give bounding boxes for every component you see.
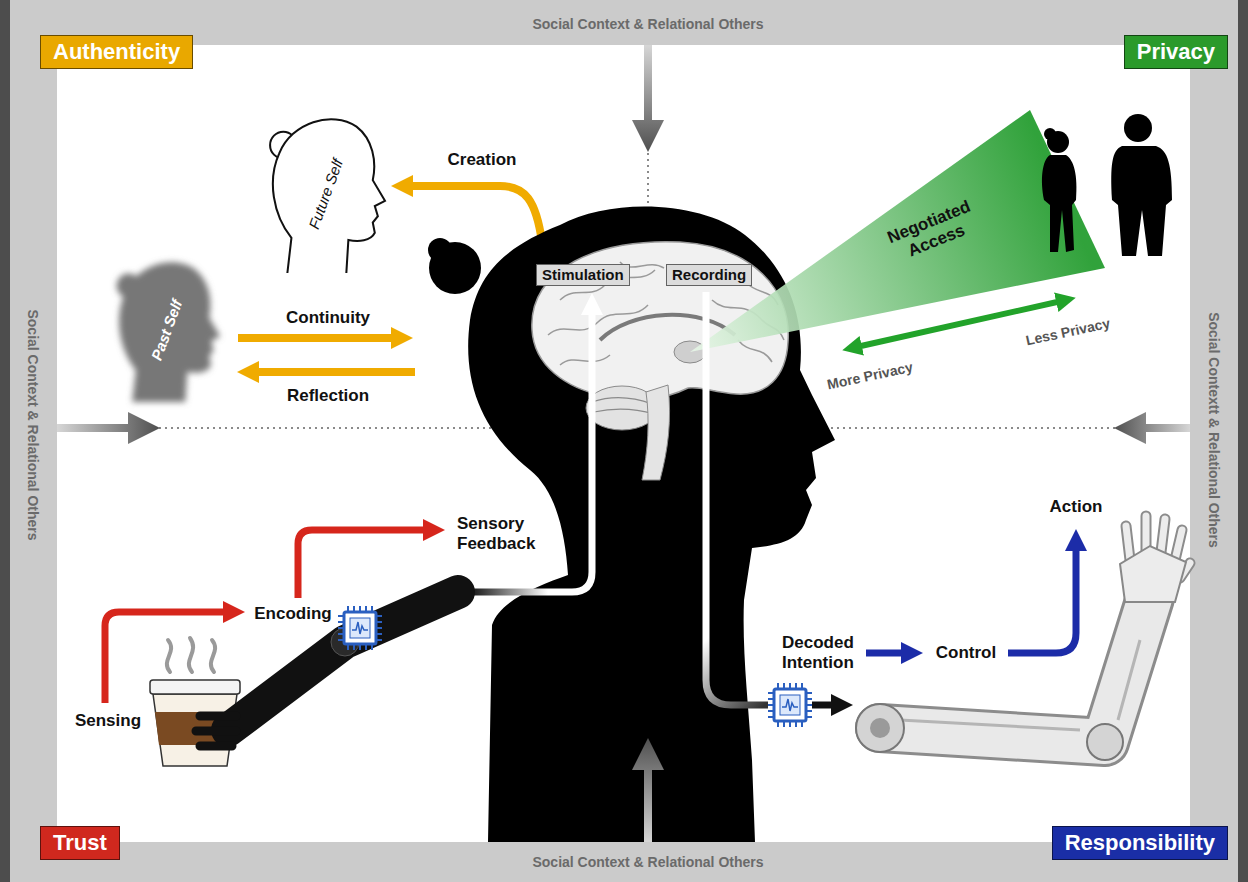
blurred-head	[117, 262, 221, 402]
decoder-output-arrow	[812, 702, 842, 709]
person-hair	[1044, 128, 1056, 140]
person-body	[1042, 155, 1077, 252]
node-text: Trust	[53, 830, 107, 856]
process-label: Decoded Intention	[782, 633, 878, 674]
process-label: Action	[1050, 497, 1103, 517]
robotic-arm-left	[196, 592, 458, 746]
process-label: Control	[936, 643, 996, 663]
prosthetic-arm-right	[856, 516, 1190, 760]
context-label: Social Context & Relational Others	[532, 16, 763, 33]
context-arrow	[632, 738, 664, 842]
arm-segment	[880, 598, 1150, 742]
category-box: Authenticity	[40, 35, 193, 69]
process-label: Sensing	[75, 711, 141, 731]
process-label: Reflection	[287, 386, 369, 406]
shoulder-joint	[856, 704, 904, 752]
hair-bun	[428, 238, 452, 262]
encoder-chip	[338, 606, 382, 650]
continuity-arrow	[238, 334, 402, 342]
creation-arrow	[402, 186, 542, 242]
brain-function-tag: Recording	[666, 264, 752, 286]
coffee-cup	[150, 638, 240, 766]
shoulder-joint	[870, 718, 890, 738]
process-label: Continuity	[286, 308, 370, 328]
encoding-arrow	[298, 530, 434, 598]
decoder-chip	[768, 683, 812, 727]
context-arrow	[632, 45, 664, 152]
node-text: Stimulation	[542, 266, 624, 284]
sensing-arrow	[105, 612, 234, 703]
action-arrow	[1008, 540, 1076, 653]
robotic-fingers	[196, 716, 236, 746]
brain-function-tag: Stimulation	[536, 264, 630, 286]
privacy-scale-label: More Privacy	[826, 359, 915, 394]
brain-section	[532, 242, 788, 480]
people-silhouettes	[1042, 114, 1172, 256]
arm-segment	[228, 592, 458, 730]
robotic-palm	[1120, 546, 1186, 602]
head-outline-path	[273, 119, 385, 273]
canvas-ground	[57, 45, 1190, 842]
node-text: Recording	[672, 266, 746, 284]
node-text: Privacy	[1137, 39, 1215, 65]
context-arrow	[1114, 412, 1190, 444]
privacy-scale-label: Less Privacy	[1024, 315, 1111, 349]
access-label: Negotiated Access	[877, 194, 989, 271]
steam	[167, 638, 215, 672]
frame-edge	[0, 0, 10, 882]
elbow-joint	[1087, 724, 1123, 760]
node-text: Authenticity	[53, 39, 180, 65]
cup-lid	[150, 680, 240, 694]
head-shadow-path	[119, 262, 220, 402]
context-label: Social Context & Relational Others	[25, 309, 42, 540]
person-head	[1124, 114, 1152, 142]
context-label: Social Context & Relational Others	[532, 854, 763, 871]
reflection-arrow	[248, 368, 415, 376]
future-self-head: Future Self	[265, 108, 387, 273]
past-self-head: Past Self	[112, 252, 222, 402]
brainstem	[642, 385, 670, 480]
context-label: Social Contextt & Relational Others	[1206, 312, 1223, 548]
arm-outline	[880, 598, 1150, 742]
process-label: Creation	[448, 150, 517, 170]
category-box: Trust	[40, 826, 120, 860]
person-body	[1111, 146, 1172, 256]
category-box: Privacy	[1124, 35, 1228, 69]
control-arrow	[866, 650, 912, 657]
cerebellum-folds	[592, 398, 654, 414]
cup-body	[153, 694, 237, 766]
process-label: Encoding	[254, 604, 331, 624]
access-cone	[690, 110, 1105, 352]
node-text: Responsibility	[1065, 830, 1215, 856]
context-arrow	[57, 412, 160, 444]
category-box: Responsibility	[1052, 826, 1228, 860]
recording-line	[706, 292, 768, 705]
process-label: Sensory Feedback	[457, 514, 557, 555]
frame-edge	[1238, 0, 1248, 882]
